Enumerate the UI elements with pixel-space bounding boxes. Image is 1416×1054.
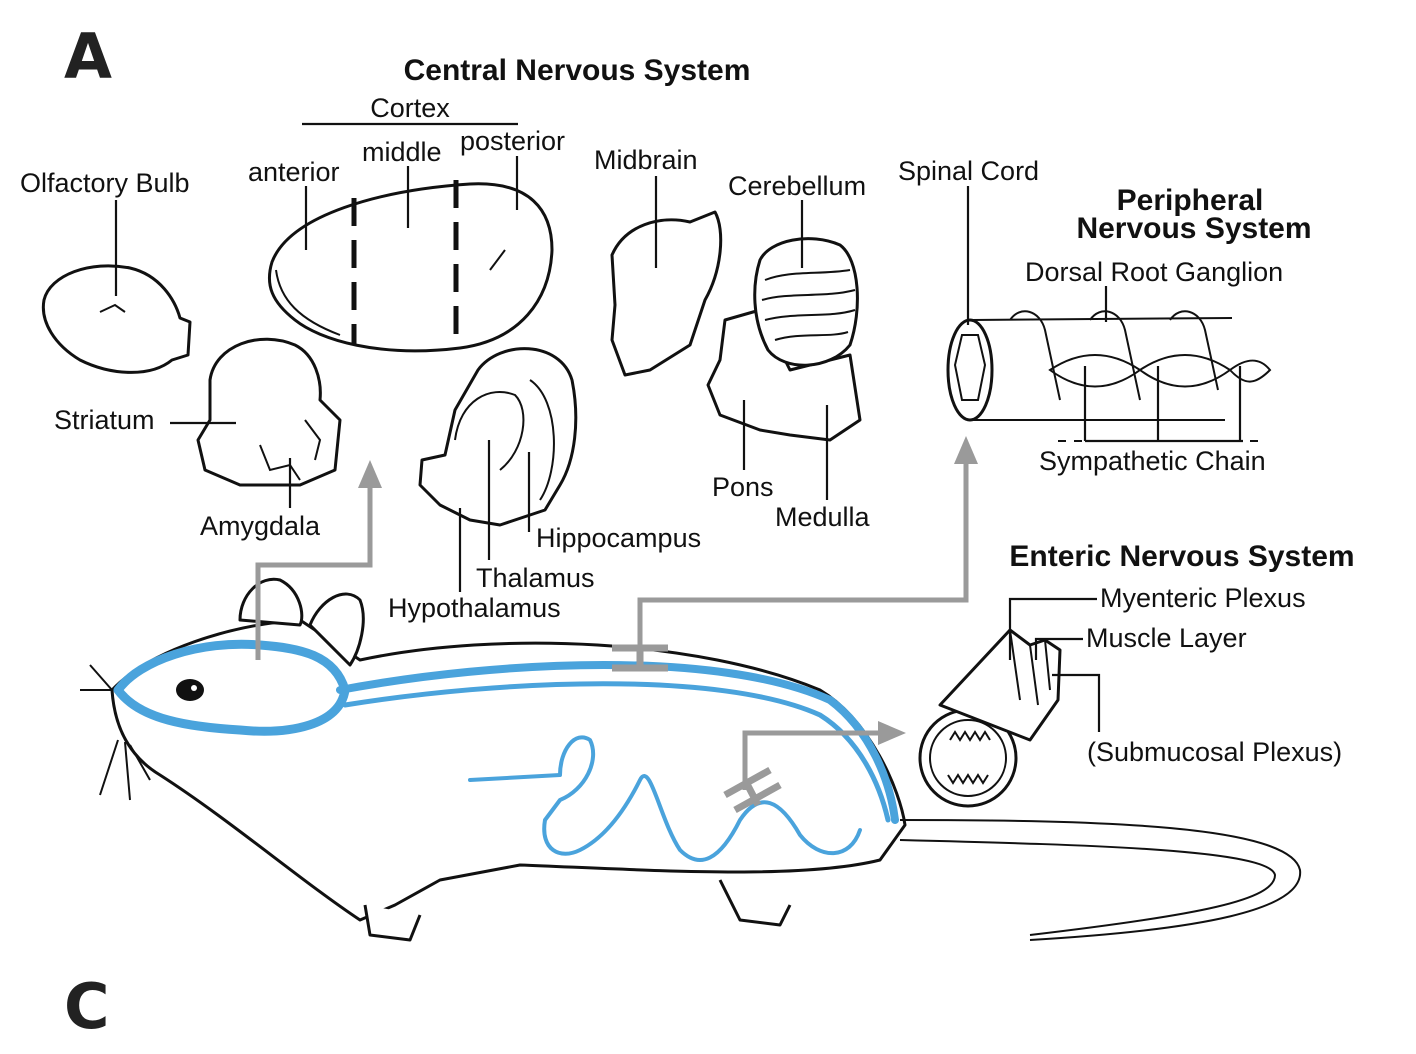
panel-label-c: C xyxy=(64,970,110,1043)
label-cerebellum: Cerebellum xyxy=(728,171,866,201)
striatum-amygdala-drawing xyxy=(196,337,342,487)
cortex-drawing xyxy=(267,180,554,353)
label-cortex-posterior: posterior xyxy=(460,126,565,156)
label-muscle-layer: Muscle Layer xyxy=(1086,623,1247,653)
arrow-to-gut xyxy=(723,721,906,814)
label-myenteric-plexus: Myenteric Plexus xyxy=(1100,583,1306,613)
leader-myenteric-plexus xyxy=(1008,597,1097,660)
label-sympathetic-chain: Sympathetic Chain xyxy=(1039,446,1266,476)
label-cortex-middle: middle xyxy=(362,137,442,167)
label-medulla: Medulla xyxy=(775,502,871,532)
arrow-to-spinal-cord xyxy=(612,436,978,672)
mouse-nervous-system-highlight xyxy=(113,639,899,862)
arrow-to-brain xyxy=(255,460,382,660)
leader-submucosal-plexus xyxy=(1052,673,1101,732)
panel-label-a: A xyxy=(64,20,112,93)
gut-tube-drawing xyxy=(918,628,1062,808)
label-submucosal-plexus: (Submucosal Plexus) xyxy=(1087,737,1342,767)
pns-heading-line1: Peripheral xyxy=(1117,184,1264,217)
label-dorsal-root-ganglion: Dorsal Root Ganglion xyxy=(1025,257,1283,287)
label-cortex: Cortex xyxy=(370,93,450,123)
mouse-drawing xyxy=(80,577,1302,942)
leader-sympathetic-chain xyxy=(1058,366,1262,443)
label-olfactory-bulb: Olfactory Bulb xyxy=(20,168,190,198)
hindbrain-drawing xyxy=(706,237,862,442)
cns-heading: Central Nervous System xyxy=(404,54,751,87)
diencephalon-drawing xyxy=(418,347,578,527)
olfactory-bulb-drawing xyxy=(41,264,192,374)
pns-heading-line2: Nervous System xyxy=(1076,212,1311,245)
label-spinal-cord: Spinal Cord xyxy=(898,156,1039,186)
label-hippocampus: Hippocampus xyxy=(536,523,701,553)
ens-heading: Enteric Nervous System xyxy=(1009,540,1354,573)
label-striatum: Striatum xyxy=(54,405,155,435)
midbrain-drawing xyxy=(610,210,723,377)
label-thalamus: Thalamus xyxy=(476,563,595,593)
label-pons: Pons xyxy=(712,472,774,502)
label-cortex-anterior: anterior xyxy=(248,157,340,187)
leader-muscle-layer xyxy=(1034,637,1083,660)
label-amygdala: Amygdala xyxy=(200,511,321,541)
label-midbrain: Midbrain xyxy=(594,145,698,175)
label-hypothalamus: Hypothalamus xyxy=(388,593,561,623)
spinal-cord-drawing xyxy=(946,310,1272,422)
